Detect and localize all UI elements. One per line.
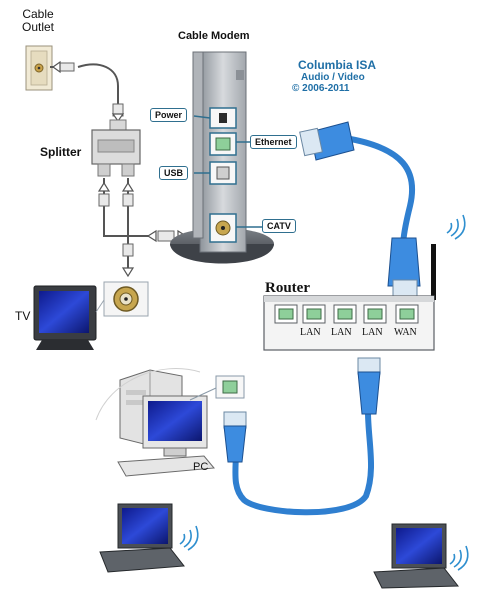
ethernet-port-icon	[189, 375, 245, 401]
credit-line-1: Columbia ISA	[298, 58, 377, 72]
rj45-plug-icon	[299, 121, 421, 297]
cable-modem	[170, 51, 274, 264]
coax-connector-icon	[95, 281, 149, 317]
wifi-signal-icon	[449, 545, 469, 571]
router-port-label: LAN	[362, 327, 383, 338]
label-usb: USB	[159, 166, 189, 180]
wifi-signal-icon	[446, 214, 466, 240]
router-port-label: LAN	[331, 327, 352, 338]
pc	[117, 369, 215, 477]
label-cable-modem: Cable Modem	[178, 30, 250, 42]
tv	[33, 285, 97, 350]
rj45-plug-icon	[223, 357, 381, 463]
router-port-1	[274, 304, 298, 324]
catv-port	[209, 213, 237, 243]
router-port-3	[333, 304, 357, 324]
router-port-label: LAN	[300, 327, 321, 338]
wifi-signal-icon	[179, 525, 199, 551]
router-port-4	[363, 304, 387, 324]
credit-line-2: Audio / Video	[301, 72, 365, 83]
laptop	[99, 503, 185, 573]
router	[263, 244, 436, 351]
label-tv: TV	[15, 309, 31, 323]
arrow-icon	[51, 60, 125, 123]
router-port-wan	[395, 304, 419, 324]
credit-line-3: © 2006-2011	[292, 83, 350, 94]
label-pc: PC	[193, 461, 209, 473]
coax-connector-icon	[98, 193, 175, 257]
label-cable-outlet: Cable Outlet	[22, 7, 55, 34]
router-port-label: WAN	[394, 327, 417, 338]
arrow-icon	[97, 181, 188, 278]
coax-connector-icon	[59, 62, 124, 117]
label-power: Power	[150, 108, 188, 122]
label-catv: CATV	[262, 219, 296, 233]
ethernet-cable-router-pc	[232, 409, 375, 516]
router-port-2	[302, 304, 326, 324]
label-ethernet: Ethernet	[250, 135, 297, 149]
cable-outlet	[25, 45, 53, 91]
laptop	[373, 523, 460, 589]
splitter	[91, 119, 141, 177]
label-router: Router	[265, 280, 310, 296]
decorative-swoosh	[95, 368, 201, 421]
label-splitter: Splitter	[40, 145, 82, 159]
label-connectors	[193, 115, 262, 228]
